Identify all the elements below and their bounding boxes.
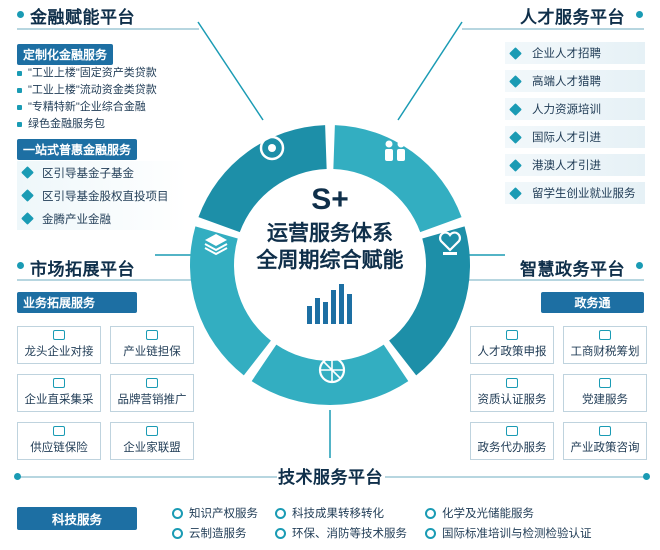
market-icon [204,234,228,256]
market-box: 产业链担保 [110,326,194,364]
gov-title-underline [462,279,644,281]
tech-segment [251,344,409,406]
policy-icon [599,426,611,436]
list-item: 绿色金融服务包 [17,116,157,133]
talent-icon [385,140,405,161]
market-box: 企业直采集采 [17,374,101,412]
tech-item: 科技成果转移转化 [275,505,384,521]
gov-box: 产业政策咨询 [563,422,647,460]
standard-icon [425,527,436,539]
chemistry-icon [425,507,436,519]
megaphone-icon [146,378,158,388]
gov-box: 工商财税筹划 [563,326,647,364]
list-item: "专精特新"企业综合金融 [17,99,157,116]
tech-item: 环保、消防等技术服务 [275,525,407,541]
tech-platform-title: 技术服务平台 [278,468,383,487]
market-box: 龙头企业对接 [17,326,101,364]
talent-item: 留学生创业就业服务 [505,182,645,204]
shield-icon [146,330,158,340]
finance-inclusive-item: 区引导基金子基金 [17,161,187,184]
tech-left-line [17,476,277,478]
gov-tag: 政务通 [541,292,644,313]
chart-icon [307,284,352,324]
agent-icon [506,426,518,436]
tech-item: 云制造服务 [172,525,247,541]
market-segment [190,226,271,376]
umbrella-icon [53,426,65,436]
patent-icon [172,507,183,519]
talent-dot [636,11,643,18]
talent-item: 港澳人才引进 [505,154,645,176]
environment-icon [275,527,286,539]
party-icon [599,378,611,388]
document-icon [506,330,518,340]
talent-item: 企业人才招聘 [505,42,645,64]
finance-segment [198,125,327,233]
service-ring [190,125,470,406]
gov-box: 人才政策申报 [470,326,554,364]
tech-right-line [385,476,647,478]
finance-title-underline [17,28,199,30]
tech-tag: 科技服务 [17,507,137,530]
finance-custom-tag: 定制化金融服务 [17,44,114,65]
tech-item: 化学及光储能服务 [425,505,534,521]
handshake-icon [53,330,65,340]
market-box: 品牌营销推广 [110,374,194,412]
talent-item: 高端人才猎聘 [505,70,645,92]
gov-platform-title: 智慧政务平台 [520,260,625,279]
market-box: 供应链保险 [17,422,101,460]
talent-item: 国际人才引进 [505,126,645,148]
tech-icon [318,356,346,384]
gov-icon [439,231,461,255]
tech-dot-left [14,473,21,480]
transfer-icon [275,507,286,519]
talent-item: 人力资源培训 [505,98,645,120]
talent-title-underline [462,28,644,30]
list-item: "工业上楼"流动资金类贷款 [17,82,157,99]
market-box: 企业家联盟 [110,422,194,460]
gov-box: 政务代办服务 [470,422,554,460]
ring-inner-circle [238,173,422,357]
finance-platform-title: 金融赋能平台 [30,8,135,27]
market-tag: 业务拓展服务 [17,292,137,313]
gov-segment [389,226,470,376]
finance-inclusive-tag: 一站式普惠金融服务 [17,139,138,160]
gov-box: 资质认证服务 [470,374,554,412]
center-line1: 运营服务体系 [267,222,393,245]
finance-inclusive-item: 区引导基金股权直投项目 [17,184,187,207]
finance-inclusive-item: 金腾产业金融 [17,207,187,230]
tech-item: 国际标准培训与检测检验认证 [425,525,592,541]
gov-dot [636,262,643,269]
market-title-underline [17,279,199,281]
cart-icon [53,378,65,388]
tech-item: 知识产权服务 [172,505,258,521]
cloud-icon [172,527,183,539]
list-item: "工业上楼"固定资产类贷款 [17,65,157,82]
tax-icon [599,330,611,340]
finance-icon [259,135,285,161]
gov-box: 党建服务 [563,374,647,412]
finance-dot [17,11,24,18]
group-icon [146,426,158,436]
center-splus: S+ [311,183,349,216]
certificate-icon [506,378,518,388]
finance-custom-list: "工业上楼"固定资产类贷款 "工业上楼"流动资金类贷款 "专精特新"企业综合金融… [17,65,157,133]
market-platform-title: 市场拓展平台 [30,260,135,279]
talent-segment [333,125,462,233]
talent-platform-title: 人才服务平台 [520,8,625,27]
market-dot [17,262,24,269]
tech-dot-right [643,473,650,480]
center-line2: 全周期综合赋能 [256,249,404,272]
